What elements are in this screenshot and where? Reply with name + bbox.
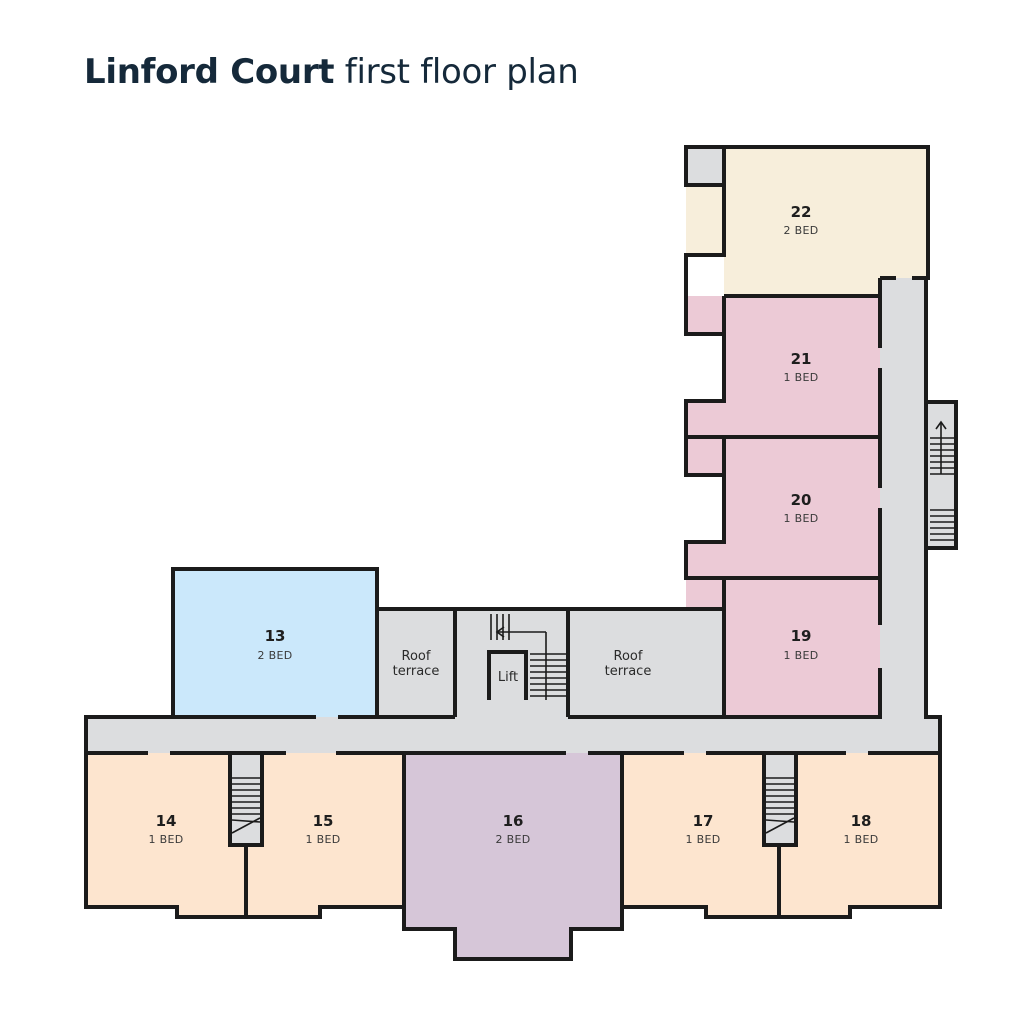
unit-22-type: 2 BED bbox=[784, 224, 819, 237]
unit-20-fill bbox=[686, 437, 880, 578]
unit-18-type: 1 BED bbox=[844, 833, 879, 846]
unit-16-fill bbox=[404, 753, 622, 959]
stair-west bbox=[231, 777, 261, 834]
main-corridor bbox=[86, 717, 940, 753]
unit-13-fill bbox=[173, 569, 377, 717]
unit-21-number: 21 bbox=[791, 350, 812, 368]
outline-main bbox=[84, 145, 942, 961]
title-bold: Linford Court bbox=[84, 52, 335, 92]
stairwell-west bbox=[230, 753, 262, 845]
unit-labels: 13 2 BED 14 1 BED 15 1 BED 16 2 BED 17 1… bbox=[149, 203, 879, 846]
page-title: Linford Court first floor plan bbox=[84, 52, 579, 92]
stair-central bbox=[490, 614, 566, 700]
walls bbox=[84, 145, 958, 961]
unit-21-type: 1 BED bbox=[784, 371, 819, 384]
unit-19-type: 1 BED bbox=[784, 649, 819, 662]
unit-19-fill bbox=[686, 578, 880, 717]
east-corridor bbox=[880, 278, 926, 718]
unit-20-number: 20 bbox=[791, 491, 812, 509]
unit-13-number: 13 bbox=[265, 627, 286, 645]
title-regular: first floor plan bbox=[334, 52, 579, 92]
apartment-fills bbox=[86, 147, 940, 959]
unit-18-fill bbox=[779, 753, 940, 917]
unit-14-type: 1 BED bbox=[149, 833, 184, 846]
wall-lift bbox=[487, 650, 528, 700]
stair-east bbox=[765, 777, 795, 834]
stairs bbox=[231, 420, 954, 834]
roof-terrace-left-line2: terrace bbox=[393, 664, 440, 679]
unit-21-fill bbox=[686, 296, 880, 437]
unit-17-fill bbox=[622, 753, 779, 917]
unit-17-type: 1 BED bbox=[686, 833, 721, 846]
stairwell-east bbox=[764, 753, 796, 845]
unit-15-number: 15 bbox=[313, 812, 334, 830]
unit-14-fill bbox=[86, 753, 246, 917]
unit-14-number: 14 bbox=[156, 812, 177, 830]
unit-18-number: 18 bbox=[851, 812, 872, 830]
unit-15-type: 1 BED bbox=[306, 833, 341, 846]
unit-15-fill bbox=[246, 753, 404, 917]
unit-17-number: 17 bbox=[693, 812, 714, 830]
unit-13-type: 2 BED bbox=[258, 649, 293, 662]
roof-terrace-right bbox=[568, 609, 724, 717]
unit-22-fill bbox=[686, 147, 928, 296]
unit-20-type: 1 BED bbox=[784, 512, 819, 525]
unit-16-type: 2 BED bbox=[496, 833, 531, 846]
roof-terrace-left-line1: Roof bbox=[402, 649, 431, 664]
store-22 bbox=[686, 147, 724, 185]
stair-lobby bbox=[455, 609, 568, 718]
roof-terrace-left bbox=[378, 609, 455, 717]
lift-label: Lift bbox=[498, 670, 518, 685]
unit-19-number: 19 bbox=[791, 627, 812, 645]
unit-22-number: 22 bbox=[791, 203, 812, 221]
stair-tower-steps bbox=[930, 420, 954, 541]
wall-stair-tower bbox=[926, 400, 958, 550]
unit-16-number: 16 bbox=[503, 812, 524, 830]
roof-terrace-right-line2: terrace bbox=[605, 664, 652, 679]
roof-terrace-right-line1: Roof bbox=[614, 649, 643, 664]
